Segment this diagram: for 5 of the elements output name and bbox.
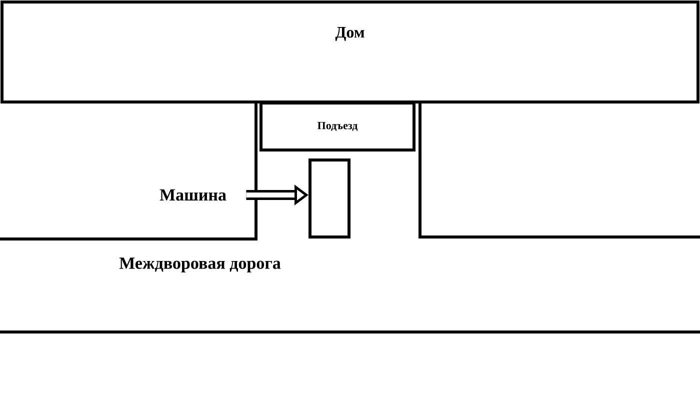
entrance-box: Подъезд bbox=[260, 102, 416, 152]
car-label: Машина bbox=[160, 189, 226, 201]
house-box: Дом bbox=[0, 0, 700, 104]
road-label: Междворовая дорога bbox=[119, 258, 281, 272]
car-rectangle bbox=[308, 158, 350, 238]
